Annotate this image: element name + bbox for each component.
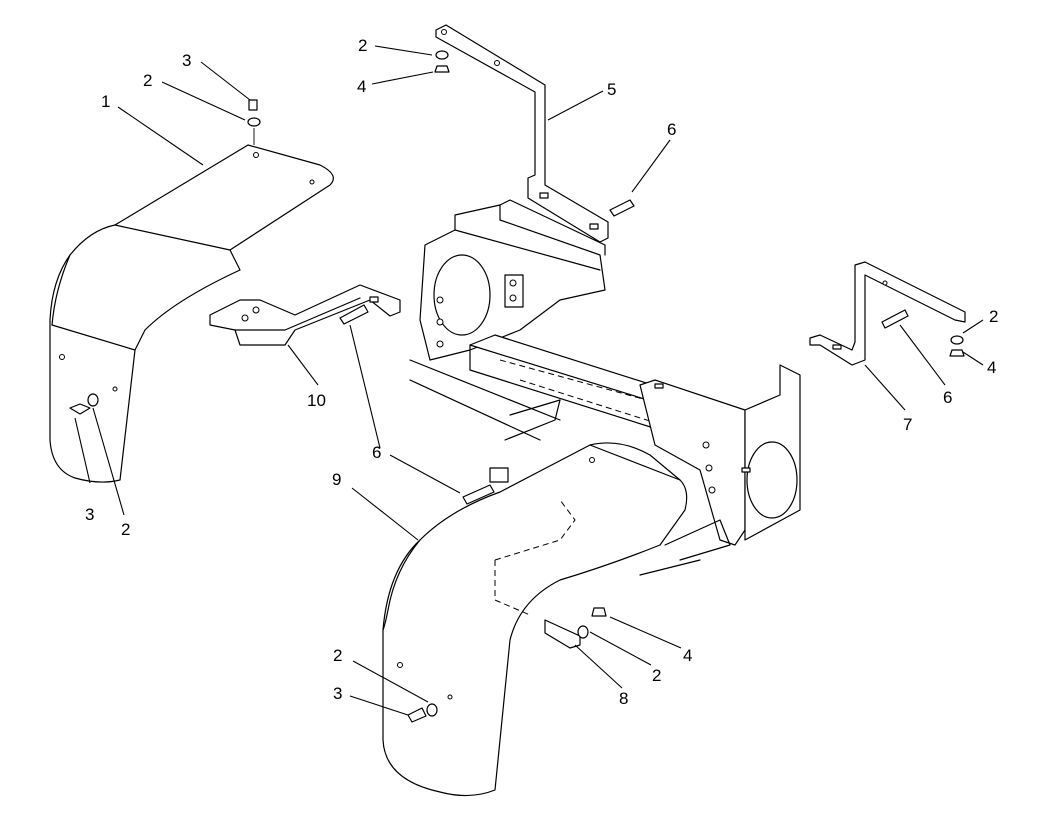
callout-6: 6	[372, 443, 381, 462]
callout-labels: 1 2 3 2 4 5 6 2 4 6 7 10 6 6 9 3 2 4 2 8…	[85, 36, 998, 708]
bracket-7	[809, 261, 966, 366]
callout-3: 3	[182, 51, 191, 70]
chassis-frame	[409, 199, 801, 576]
callout-10: 10	[307, 391, 326, 410]
bracket-10	[209, 284, 401, 346]
left-fender	[49, 144, 334, 483]
bracket-8	[489, 467, 581, 649]
bracket-5	[435, 24, 609, 243]
callout-2: 2	[989, 307, 998, 326]
callout-9: 9	[332, 470, 341, 489]
callout-4: 4	[683, 646, 692, 665]
callout-4: 4	[357, 77, 366, 96]
callout-6: 6	[943, 388, 952, 407]
callout-6: 6	[667, 120, 676, 139]
callout-8: 8	[619, 689, 628, 708]
callout-3: 3	[85, 505, 94, 524]
callout-4: 4	[987, 358, 996, 377]
callout-2: 2	[121, 520, 130, 539]
callout-3: 3	[333, 684, 342, 703]
callout-5: 5	[607, 80, 616, 99]
callout-2: 2	[358, 36, 367, 55]
leader-lines	[74, 45, 984, 716]
callout-2: 2	[143, 71, 152, 90]
callout-2: 2	[652, 666, 661, 685]
callout-7: 7	[903, 415, 912, 434]
hardware	[69, 50, 965, 723]
right-fender	[382, 442, 688, 797]
callout-2: 2	[333, 646, 342, 665]
callout-1: 1	[101, 92, 110, 111]
